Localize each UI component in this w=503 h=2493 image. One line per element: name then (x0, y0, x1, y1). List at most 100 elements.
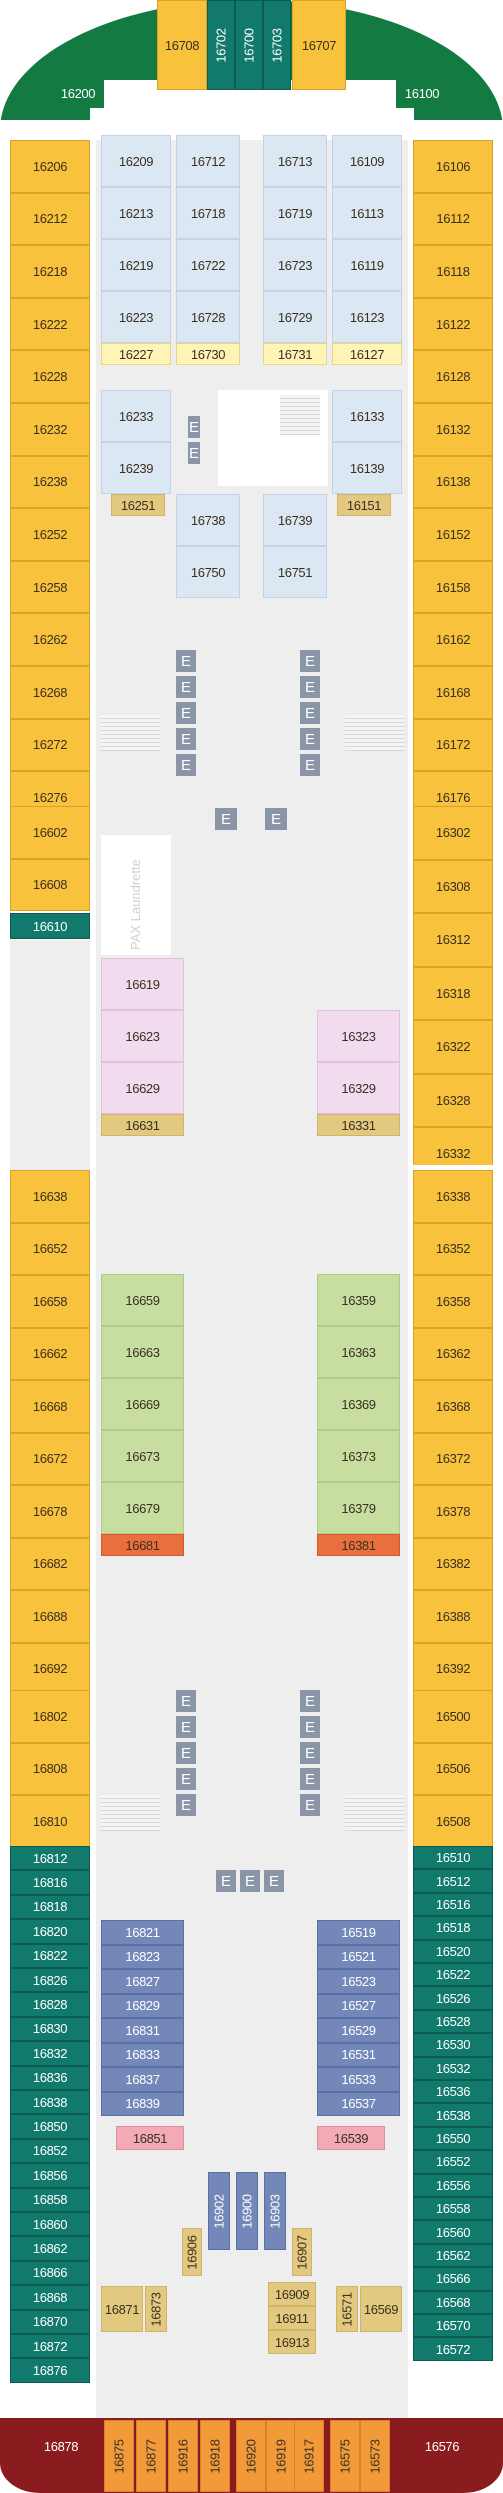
cabin-16528[interactable]: 16528 (413, 2009, 493, 2034)
cabin-16659[interactable]: 16659 (101, 1274, 184, 1326)
cabin-16826[interactable]: 16826 (10, 1968, 90, 1993)
cabin-16558[interactable]: 16558 (413, 2197, 493, 2221)
cabin-16358[interactable]: 16358 (413, 1275, 493, 1328)
cabin-16812[interactable]: 16812 (10, 1846, 90, 1871)
cabin-16830[interactable]: 16830 (10, 2016, 90, 2042)
cabin-16222[interactable]: 16222 (10, 297, 90, 351)
cabin-16836[interactable]: 16836 (10, 2065, 90, 2090)
cabin-16739[interactable]: 16739 (263, 494, 327, 546)
cabin-16638[interactable]: 16638 (10, 1170, 90, 1223)
cabin-16573[interactable]: 16573 (360, 2420, 390, 2492)
cabin-16818[interactable]: 16818 (10, 1894, 90, 1920)
cabin-16730[interactable]: 16730 (176, 343, 240, 365)
cabin-16862[interactable]: 16862 (10, 2236, 90, 2261)
cabin-16213[interactable]: 16213 (101, 187, 171, 239)
cabin-16658[interactable]: 16658 (10, 1275, 90, 1328)
cabin-16902[interactable]: 16902 (208, 2172, 230, 2250)
cabin-16810[interactable]: 16810 (10, 1795, 90, 1848)
cabin-16668[interactable]: 16668 (10, 1380, 90, 1433)
cabin-16610[interactable]: 16610 (10, 913, 90, 939)
cabin-16252[interactable]: 16252 (10, 508, 90, 561)
cabin-16162[interactable]: 16162 (413, 613, 493, 666)
cabin-16911[interactable]: 16911 (268, 2306, 316, 2330)
cabin-16251[interactable]: 16251 (111, 494, 165, 516)
cabin-16678[interactable]: 16678 (10, 1485, 90, 1538)
cabin-16523[interactable]: 16523 (317, 1969, 400, 1994)
cabin-16510[interactable]: 16510 (413, 1846, 493, 1870)
cabin-16530[interactable]: 16530 (413, 2033, 493, 2057)
cabin-16832[interactable]: 16832 (10, 2041, 90, 2066)
cabin-16218[interactable]: 16218 (10, 245, 90, 298)
cabin-16381[interactable]: 16381 (317, 1534, 400, 1556)
cabin-16362[interactable]: 16362 (413, 1327, 493, 1380)
cabin-16223[interactable]: 16223 (101, 291, 171, 343)
cabin-16906[interactable]: 16906 (182, 2228, 202, 2276)
cabin-16127[interactable]: 16127 (332, 343, 402, 365)
cabin-16519[interactable]: 16519 (317, 1920, 400, 1945)
cabin-16878[interactable]: 16878 (20, 2420, 102, 2472)
cabin-16688[interactable]: 16688 (10, 1590, 90, 1643)
cabin-16106[interactable]: 16106 (413, 140, 493, 193)
cabin-16566[interactable]: 16566 (413, 2267, 493, 2291)
cabin-16518[interactable]: 16518 (413, 1916, 493, 1940)
cabin-16602[interactable]: 16602 (10, 806, 90, 859)
cabin-16500[interactable]: 16500 (413, 1690, 493, 1743)
cabin-16837[interactable]: 16837 (101, 2067, 184, 2092)
cabin-16212[interactable]: 16212 (10, 192, 90, 246)
cabin-16328[interactable]: 16328 (413, 1073, 493, 1127)
cabin-16876[interactable]: 16876 (10, 2358, 90, 2383)
cabin-16331[interactable]: 16331 (317, 1114, 400, 1136)
cabin-16527[interactable]: 16527 (317, 1993, 400, 2018)
cabin-16662[interactable]: 16662 (10, 1327, 90, 1380)
cabin-16871[interactable]: 16871 (101, 2286, 143, 2332)
cabin-16233[interactable]: 16233 (101, 390, 171, 442)
cabin-16608[interactable]: 16608 (10, 858, 90, 911)
cabin-16200[interactable]: 16200 (52, 78, 104, 108)
cabin-16631[interactable]: 16631 (101, 1114, 184, 1136)
cabin-16506[interactable]: 16506 (413, 1742, 493, 1795)
cabin-16228[interactable]: 16228 (10, 350, 90, 403)
cabin-16363[interactable]: 16363 (317, 1326, 400, 1378)
cabin-16713[interactable]: 16713 (263, 135, 327, 187)
cabin-16556[interactable]: 16556 (413, 2173, 493, 2197)
cabin-16232[interactable]: 16232 (10, 403, 90, 456)
cabin-16139[interactable]: 16139 (332, 442, 402, 494)
cabin-16619[interactable]: 16619 (101, 958, 184, 1010)
cabin-16570[interactable]: 16570 (413, 2314, 493, 2338)
cabin-16833[interactable]: 16833 (101, 2042, 184, 2067)
cabin-16536[interactable]: 16536 (413, 2080, 493, 2104)
cabin-16875[interactable]: 16875 (104, 2420, 134, 2492)
cabin-16531[interactable]: 16531 (317, 2042, 400, 2067)
cabin-16308[interactable]: 16308 (413, 859, 493, 913)
cabin-16919[interactable]: 16919 (266, 2420, 296, 2492)
cabin-16913[interactable]: 16913 (268, 2330, 316, 2354)
cabin-16152[interactable]: 16152 (413, 508, 493, 561)
cabin-16262[interactable]: 16262 (10, 613, 90, 666)
cabin-16338[interactable]: 16338 (413, 1170, 493, 1223)
cabin-16822[interactable]: 16822 (10, 1943, 90, 1968)
cabin-16373[interactable]: 16373 (317, 1430, 400, 1482)
cabin-16858[interactable]: 16858 (10, 2187, 90, 2212)
cabin-16738[interactable]: 16738 (176, 494, 240, 546)
cabin-16729[interactable]: 16729 (263, 291, 327, 343)
cabin-16368[interactable]: 16368 (413, 1380, 493, 1433)
cabin-16903[interactable]: 16903 (264, 2172, 286, 2250)
cabin-16239[interactable]: 16239 (101, 442, 171, 494)
cabin-16860[interactable]: 16860 (10, 2212, 90, 2237)
cabin-16569[interactable]: 16569 (360, 2286, 402, 2332)
cabin-16118[interactable]: 16118 (413, 245, 493, 298)
cabin-16829[interactable]: 16829 (101, 1993, 184, 2018)
cabin-16168[interactable]: 16168 (413, 666, 493, 719)
cabin-16719[interactable]: 16719 (263, 187, 327, 239)
cabin-16700[interactable]: 16700 (235, 0, 263, 90)
cabin-16172[interactable]: 16172 (413, 718, 493, 772)
cabin-16702[interactable]: 16702 (207, 0, 235, 90)
cabin-16920[interactable]: 16920 (236, 2420, 266, 2492)
cabin-16679[interactable]: 16679 (101, 1482, 184, 1534)
cabin-16868[interactable]: 16868 (10, 2285, 90, 2310)
cabin-16856[interactable]: 16856 (10, 2163, 90, 2188)
cabin-16302[interactable]: 16302 (413, 806, 493, 860)
cabin-16692[interactable]: 16692 (10, 1642, 90, 1695)
cabin-16382[interactable]: 16382 (413, 1537, 493, 1590)
cabin-16133[interactable]: 16133 (332, 390, 402, 442)
